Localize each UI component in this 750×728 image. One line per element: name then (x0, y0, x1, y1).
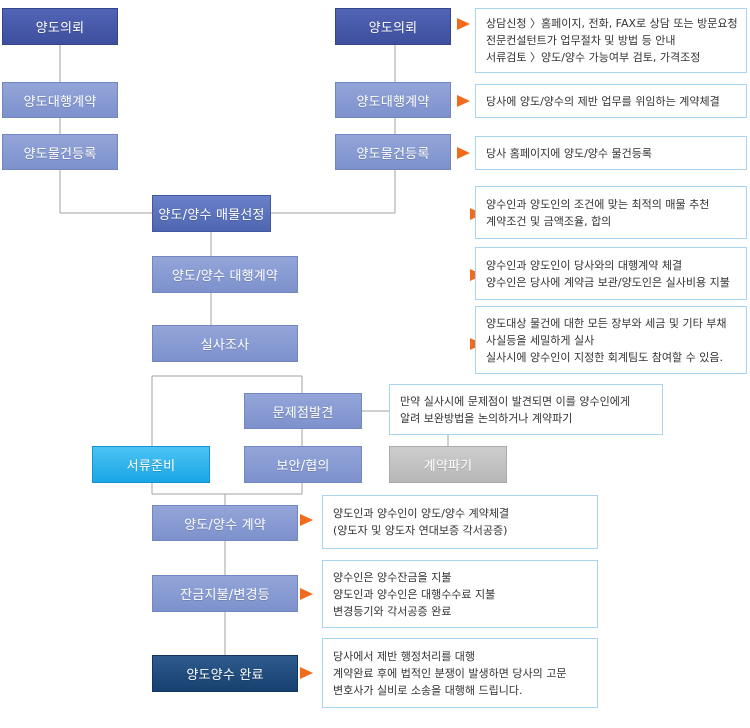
note-line: 양수인은 양수잔금을 지불 (333, 570, 452, 584)
docs-box: 서류준비 (92, 446, 210, 483)
right-inquiry-box: 양도의뢰 (335, 8, 451, 45)
docs-label: 서류준비 (126, 459, 176, 474)
note-line: 양수인과 양도인의 조건에 맞는 최적의 매물 추천 (486, 197, 710, 211)
note-line: 계약조건 및 금액조율, 합의 (486, 214, 612, 228)
right-register-box: 양도물건등록 (335, 134, 451, 170)
supplement-label: 보안/협의 (276, 459, 330, 474)
audit-label: 실사조사 (200, 338, 250, 353)
inquiry-note: 상담신청 〉홈페이지, 전화, FAX로 상담 또는 방문요청 전문컨설턴트가 … (475, 8, 747, 73)
note-line: 양도인과 양수인이 양도/양수 계약체결 (333, 507, 510, 520)
payment-label: 잔금지불/변경등 (180, 588, 270, 603)
note-line: 알려 보완방법을 논의하거나 계약파기 (400, 411, 573, 425)
agency-label: 양도/양수 대행계약 (171, 269, 279, 284)
left-inquiry-label: 양도의뢰 (35, 21, 85, 36)
cancel-label: 계약파기 (423, 459, 473, 474)
note-line: 실사시에 양수인이 지정한 회계팀도 참여할 수 있음. (486, 350, 723, 364)
problem-box: 문제점발견 (244, 393, 362, 429)
left-brokerage-label: 양도대행계약 (23, 94, 97, 110)
note-line: 당사에 양도/양수의 제반 업무를 위임하는 계약체결 (486, 94, 720, 108)
audit-note: 양도대상 물건에 대한 모든 장부와 세금 및 기타 부채 사실등을 세밀하게 … (475, 306, 747, 374)
note-line: 만약 실사시에 문제점이 발견되면 이를 양수인에게 (400, 394, 631, 408)
brokerage-note: 당사에 양도/양수의 제반 업무를 위임하는 계약체결 (475, 84, 747, 118)
left-inquiry-box: 양도의뢰 (2, 8, 118, 45)
contract-note: 양도인과 양수인이 양도/양수 계약체결 (양도자 및 양도자 연대보증 각서공… (322, 495, 598, 549)
cancel-box: 계약파기 (389, 446, 507, 483)
note-line: 상담신청 〉홈페이지, 전화, FAX로 상담 또는 방문요청 (486, 17, 738, 30)
agency-note: 양수인과 양도인이 당사와의 대행계약 체결 양수인은 당사에 계약금 보관/양… (475, 247, 747, 300)
note-line: 당사 홈페이지에 양도/양수 물건등록 (486, 146, 652, 160)
left-register-box: 양도물건등록 (2, 134, 118, 170)
right-brokerage-box: 양도대행계약 (335, 82, 451, 118)
problem-label: 문제점발견 (272, 405, 334, 421)
note-line: 양도인과 양수인은 대행수수료 지불 (333, 587, 496, 601)
note-line: 사실등을 세밀하게 실사 (486, 333, 595, 347)
note-line: 서류검토 〉양도/양수 가능여부 검토, 가격조정 (486, 51, 701, 64)
note-line: 계약완료 후에 법적인 분쟁이 발생하면 당사의 고문 (333, 666, 567, 680)
complete-note: 당사에서 제반 행정처리를 대행 계약완료 후에 법적인 분쟁이 발생하면 당사… (322, 638, 598, 708)
note-line: 변호사가 실비로 소송을 대행해 드립니다. (333, 683, 523, 697)
complete-label: 양도양수 완료 (186, 668, 264, 683)
register-note: 당사 홈페이지에 양도/양수 물건등록 (475, 136, 747, 170)
contract-box: 양도/양수 계약 (152, 505, 298, 541)
supplement-box: 보안/협의 (244, 446, 362, 483)
problem-note: 만약 실사시에 문제점이 발견되면 이를 양수인에게 알려 보완방법을 논의하거… (389, 384, 663, 435)
agency-box: 양도/양수 대행계약 (152, 256, 298, 293)
note-line: 변경등기와 각서공증 완료 (333, 604, 452, 618)
payment-note: 양수인은 양수잔금을 지불 양도인과 양수인은 대행수수료 지불 변경등기와 각… (322, 560, 598, 628)
select-box: 양도/양수 매물선정 (152, 195, 271, 232)
note-line: 양수인과 양도인이 당사와의 대행계약 체결 (486, 258, 683, 272)
complete-box: 양도양수 완료 (152, 655, 298, 692)
note-line: (양도자 및 양도자 연대보증 각서공증) (333, 524, 508, 537)
select-label: 양도/양수 매물선정 (158, 208, 265, 223)
note-line: 당사에서 제반 행정처리를 대행 (333, 649, 476, 663)
note-line: 양도대상 물건에 대한 모든 장부와 세금 및 기타 부채 (486, 316, 727, 330)
right-register-label: 양도물건등록 (356, 146, 430, 162)
note-line: 양수인은 당사에 계약금 보관/양도인은 실사비용 지불 (486, 275, 730, 289)
audit-box: 실사조사 (152, 325, 298, 362)
payment-box: 잔금지불/변경등 (152, 575, 298, 612)
right-brokerage-label: 양도대행계약 (356, 94, 430, 110)
note-line: 전문컨설턴트가 업무절차 및 방법 등 안내 (486, 34, 676, 47)
left-register-label: 양도물건등록 (23, 146, 97, 162)
left-brokerage-box: 양도대행계약 (2, 82, 118, 118)
right-inquiry-label: 양도의뢰 (368, 21, 418, 36)
contract-label: 양도/양수 계약 (184, 517, 266, 533)
select-note: 양수인과 양도인의 조건에 맞는 최적의 매물 추천 계약조건 및 금액조율, … (475, 186, 747, 239)
